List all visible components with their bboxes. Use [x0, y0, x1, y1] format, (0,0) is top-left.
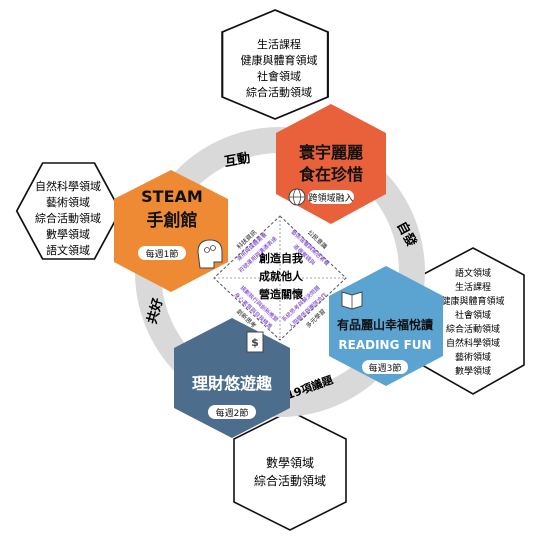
svg-text:$: $ [251, 336, 259, 349]
outer-top-line-1: 生活課程 [257, 37, 301, 51]
outer-hex-top: 生活課程 健康與體育領域 社會領域 綜合活動領域 [221, 9, 329, 120]
brain-head-icon [197, 239, 223, 269]
hex-slate-badge-text: 每週2節 [216, 407, 249, 419]
hex-blue: 有品麗山幸福悅讀 READING FUN 每週3節 [329, 266, 443, 386]
open-book-icon [341, 291, 363, 310]
outer-right-line-5: 綜合活動領域 [446, 323, 500, 335]
hex-orange-badge-text: 每週1節 [146, 248, 179, 260]
outer-hex-right: 語文領域 生活課程 健康與體育領域 社會領域 綜合活動領域 自然科學領域 藝術領… [421, 247, 525, 395]
outer-right-line-2: 生活課程 [455, 281, 491, 293]
hex-orange-title-1: STEAM [141, 187, 203, 206]
outer-right-line-3: 健康與體育領域 [441, 295, 504, 307]
outer-top-line-4: 綜合活動領域 [246, 85, 312, 99]
hex-orange: STEAM 手創館 每週1節 [114, 170, 228, 292]
hex-orange-badge [138, 246, 186, 260]
center-line-2: 成就他人 [259, 269, 304, 283]
outer-right-line-1: 語文領域 [455, 267, 491, 279]
hex-blue-title-2: READING FUN [338, 338, 431, 352]
hex-slate-title: 理財悠遊趣 [192, 374, 273, 393]
outer-left-line-5: 語文領域 [46, 243, 90, 257]
hex-blue-badge [362, 360, 408, 374]
ring-label-left: 共好 [144, 296, 166, 325]
center-line-3: 營造關懷 [259, 287, 303, 301]
outer-top-line-2: 健康與體育領域 [241, 53, 318, 67]
outer-bottom-line-2: 綜合活動領域 [254, 473, 326, 488]
hex-red-badge-text: 跨領域融入 [308, 192, 353, 204]
outer-right-line-6: 自然科學領域 [446, 337, 500, 349]
outer-bottom-line-1: 數學領域 [266, 455, 314, 470]
hex-blue-title-1: 有品麗山幸福悅讀 [337, 317, 433, 332]
hex-slate: $ 理財悠遊趣 每週2節 [174, 318, 290, 438]
outer-hex-bottom: 數學領域 綜合活動領域 [233, 410, 347, 531]
outer-left-line-1: 自然科學領域 [35, 179, 101, 193]
hex-red: 寰宇麗麗 食在珍惜 跨領域融入 [276, 104, 386, 224]
outer-top-line-3: 社會領域 [257, 69, 301, 83]
outer-hex-left: 自然科學領域 藝術領域 綜合活動領域 數學領域 語文領域 [15, 162, 122, 260]
outer-left-line-4: 數學領域 [46, 227, 90, 241]
outer-right-line-4: 社會領域 [455, 309, 491, 321]
hex-red-title-2: 食在珍惜 [298, 165, 363, 184]
hex-red-badge [308, 190, 354, 204]
globe-icon [288, 188, 306, 206]
ring-label-top-left: 互動 [223, 150, 251, 170]
hex-red-title-1: 寰宇麗麗 [298, 143, 363, 162]
hex-orange-title-2: 手創館 [147, 210, 198, 231]
hex-blue-badge-text: 每週3節 [369, 362, 402, 374]
outer-left-line-3: 綜合活動領域 [35, 211, 101, 225]
center-line-1: 創造自我 [258, 251, 303, 265]
outer-right-line-8: 數學領域 [455, 365, 491, 377]
money-icon: $ [246, 331, 264, 353]
hex-slate-badge [208, 405, 256, 419]
outer-left-line-2: 藝術領域 [46, 195, 90, 209]
outer-right-line-7: 藝術領域 [455, 351, 491, 363]
